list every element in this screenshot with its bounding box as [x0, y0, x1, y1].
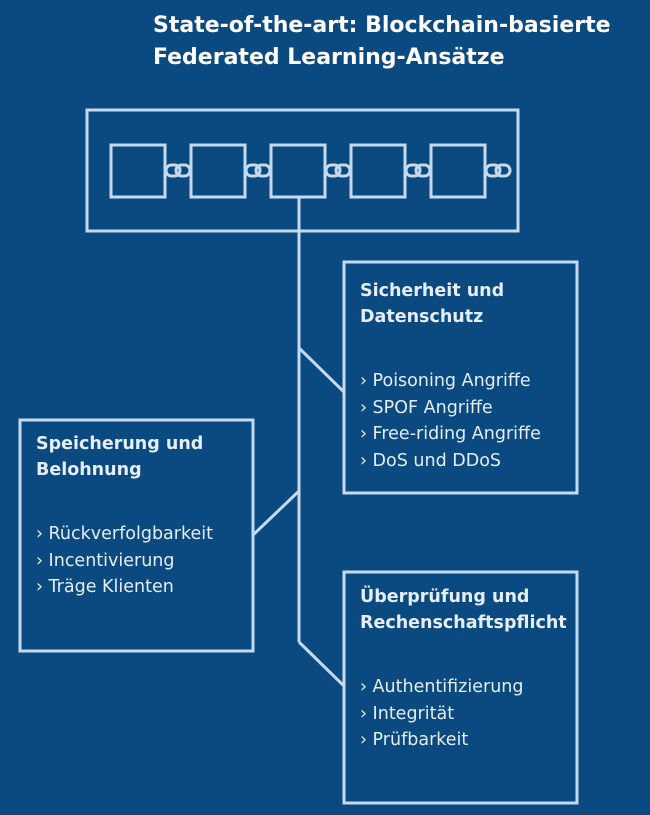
- list-item: › SPOF Angriffe: [360, 397, 493, 418]
- connector-verification: [297, 640, 346, 688]
- block-5: [429, 143, 487, 199]
- chain-link-icon: [244, 163, 272, 178]
- list-item: › DoS und DDoS: [360, 450, 502, 471]
- list-item: › Free-riding Angriffe: [360, 424, 541, 444]
- blockchain-frame: [85, 108, 520, 233]
- list-item: › Poisoning Angriffe: [360, 371, 531, 391]
- list-item: › Integrität: [360, 703, 455, 724]
- chain-link-icon: [484, 163, 512, 178]
- chain-link-icon: [324, 163, 352, 178]
- connector-storage: [251, 489, 301, 537]
- block-2: [189, 143, 247, 199]
- list-item: › Prüfbarkeit: [360, 730, 469, 750]
- block-1: [109, 143, 167, 199]
- box-security-frame: [342, 260, 579, 495]
- box-storage-frame: [18, 418, 255, 653]
- list-item: › Rückverfolgbarkeit: [36, 524, 213, 544]
- list-item: › Incentivierung: [36, 550, 175, 571]
- block-4: [349, 143, 407, 199]
- connector-security: [297, 346, 346, 394]
- box-verification-frame: [342, 570, 579, 805]
- list-item: › Authentifizierung: [360, 677, 524, 697]
- chain-link-icon: [164, 163, 192, 178]
- diagram-title: State-of-the-art: Blockchain-basierte Fe…: [153, 13, 611, 70]
- list-item: › Träge Klienten: [36, 577, 174, 597]
- block-3: [269, 143, 327, 199]
- chain-link-icon: [404, 163, 432, 178]
